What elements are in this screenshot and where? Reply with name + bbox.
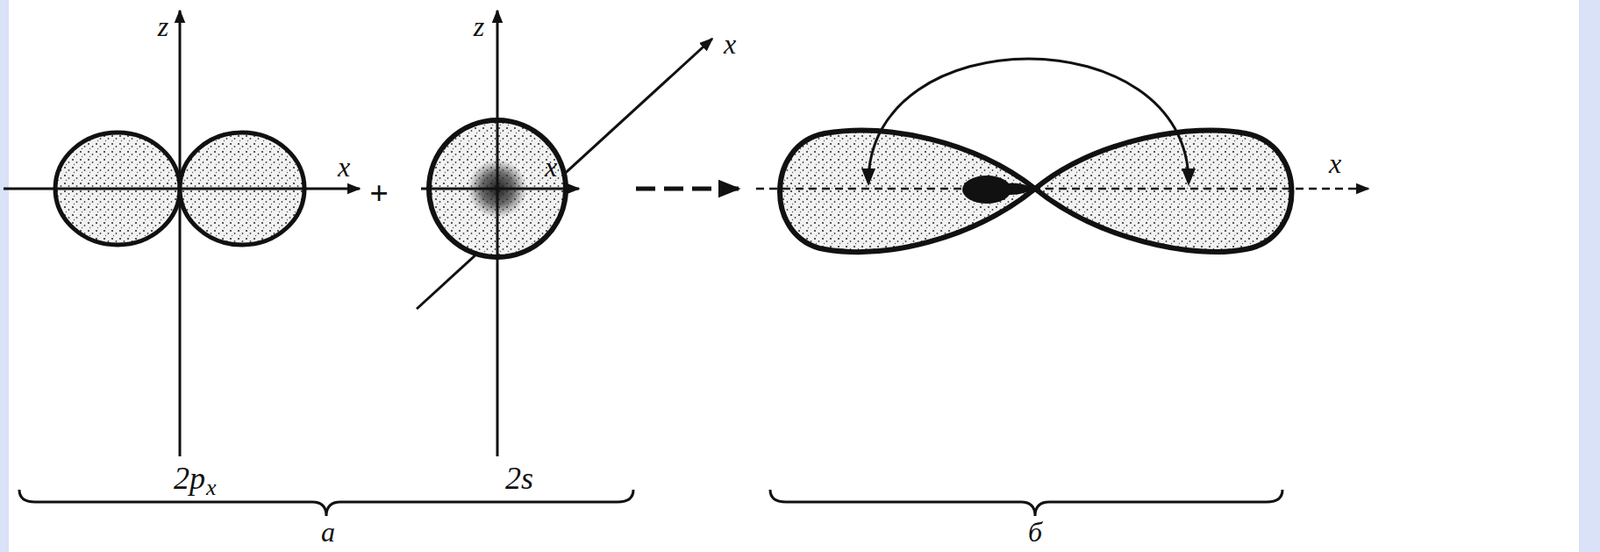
drawing bbox=[3, 10, 1369, 516]
axis-label: z bbox=[473, 12, 485, 41]
x-axis bbox=[421, 187, 579, 191]
orbital-name: 2p bbox=[173, 462, 206, 494]
orbital-subscript: x bbox=[206, 476, 217, 500]
axis-label: x bbox=[544, 152, 558, 181]
x-axis bbox=[3, 187, 360, 191]
transition-arrow bbox=[635, 186, 739, 192]
plus-sign: + bbox=[369, 176, 389, 210]
arrow-head bbox=[861, 168, 876, 186]
axis-label: x bbox=[337, 152, 350, 181]
axis-label: z bbox=[157, 12, 169, 41]
hybrid-lobe bbox=[779, 130, 1036, 252]
brace bbox=[770, 489, 1283, 516]
brace bbox=[19, 489, 634, 516]
axis-label: x bbox=[723, 29, 736, 58]
arrow-head bbox=[1181, 168, 1196, 186]
orbital-name: 2s bbox=[505, 462, 534, 494]
mixing-arc bbox=[868, 58, 1189, 183]
x-axis bbox=[756, 187, 1369, 191]
axis-label: x bbox=[1328, 149, 1342, 178]
x-axis bbox=[416, 38, 713, 309]
part-letter: б bbox=[1028, 517, 1043, 546]
page-ground bbox=[8, 0, 1579, 552]
part-letter: a bbox=[321, 517, 336, 546]
z-axis bbox=[496, 10, 500, 457]
z-axis bbox=[178, 10, 182, 457]
hybrid-lobe bbox=[1035, 129, 1293, 252]
